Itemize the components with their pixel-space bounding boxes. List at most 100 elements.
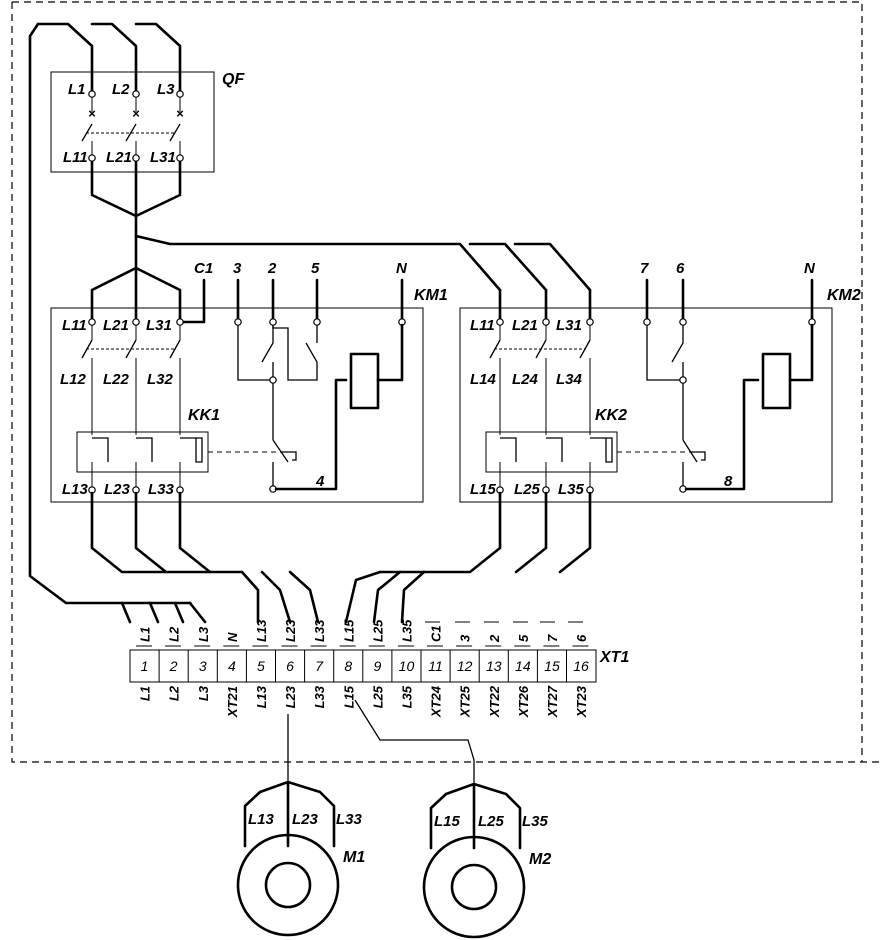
xt1-terminal-number: 12	[457, 658, 473, 674]
cabinet-boundary	[11, 1, 882, 763]
svg-text:×: ×	[176, 106, 184, 121]
km2-top-1: L11	[470, 317, 495, 334]
km2-mid-2: L24	[512, 371, 539, 388]
xt1-bottom-tag: XT22	[487, 685, 502, 718]
km1-bottom-1: L13	[62, 481, 89, 498]
xt1-terminal-number: 10	[399, 658, 415, 674]
km1-bottom-3: L33	[148, 481, 175, 498]
xt1-terminal-number: 16	[573, 658, 589, 674]
xt1-terminal-number: 3	[199, 658, 207, 674]
xt1-top-tag: 7	[545, 634, 560, 642]
km2-ctrl-6: 6	[676, 260, 685, 277]
m1-phase-3: L33	[336, 811, 363, 828]
xt1-bottom-tag: XT21	[225, 686, 240, 718]
xt1-bottom-tag: L2	[167, 685, 182, 701]
qf-bottom-label-2: L21	[106, 149, 132, 166]
terminal-block-xt1: XT1 1L1L12L2L23L3L34NXT215L13L136L23L237…	[129, 619, 629, 718]
km1-ctrl-5: 5	[311, 260, 320, 277]
km1-mid-2: L22	[103, 371, 130, 388]
km1-ctrl-3: 3	[233, 260, 242, 277]
xt1-terminal-number: 15	[544, 658, 560, 674]
km1-contactor: KK1 L11 L21 L31 L12 L22 L32 L13 L23 L33 …	[50, 260, 448, 574]
m2-feeder	[354, 699, 475, 784]
km1-bottom-2: L23	[104, 481, 131, 498]
m2-phase-1: L15	[434, 813, 461, 830]
xt1-terminal-number: 8	[344, 658, 352, 674]
km1-mid-1: L12	[60, 371, 87, 388]
km1-output-cable	[240, 570, 320, 624]
bypass-cable	[28, 22, 192, 605]
xt1-bottom-tag: L15	[341, 685, 356, 708]
xt1-bottom-tag: L13	[254, 685, 269, 708]
km2-wire-8: 8	[724, 473, 733, 490]
xt1-terminal-number: 6	[286, 658, 294, 674]
qf-top-label-1: L1	[68, 81, 86, 98]
xt1-terminal-number: 2	[169, 658, 178, 674]
xt1-top-tag: 3	[458, 634, 473, 642]
km1-ctrl-n: N	[396, 260, 408, 277]
m2-title: M2	[529, 851, 551, 868]
km1-wire-4: 4	[315, 473, 325, 490]
svg-text:×: ×	[132, 106, 140, 121]
xt1-terminal-number: 4	[228, 658, 236, 674]
xt1-top-tag: L23	[283, 619, 298, 642]
xt1-bottom-tag: XT25	[458, 685, 473, 718]
xt1-terminal-number: 1	[141, 658, 149, 674]
qf-title: QF	[222, 71, 245, 88]
km2-title: KM2	[827, 287, 861, 304]
km2-bottom-2: L25	[514, 481, 541, 498]
qf-bottom-label-3: L31	[150, 149, 176, 166]
xt1-top-tag: L2	[167, 626, 182, 642]
kk2-title: KK2	[595, 407, 627, 424]
km1-ctrl-2: 2	[267, 260, 277, 277]
xt1-bottom-tag: L35	[399, 685, 414, 708]
xt1-top-tag: L25	[370, 619, 385, 642]
km2-bottom-1: L15	[470, 481, 497, 498]
xt1-terminal-number: 11	[428, 658, 443, 674]
motor-m1: L13 L23 L33 M1	[236, 780, 365, 937]
m1-phase-1: L13	[248, 811, 275, 828]
km1-mid-3: L32	[147, 371, 174, 388]
xt1-terminal-number: 13	[486, 658, 502, 674]
m2-phase-3: L35	[522, 813, 549, 830]
xt1-top-tag: L13	[254, 619, 269, 642]
xt1-top-tag: L3	[196, 626, 211, 642]
km2-ctrl-n: N	[804, 260, 816, 277]
km2-contactor: KK2 L11 L21 L31 L14 L24 L34 L15 L25 L35 …	[378, 260, 861, 574]
bypass-fanout	[120, 601, 207, 624]
km2-top-2: L21	[512, 317, 538, 334]
qf-top-label-2: L2	[112, 81, 130, 98]
xt1-top-tag: 5	[516, 634, 531, 642]
xt1-bottom-tag: XT27	[545, 685, 560, 718]
xt1-terminal-number: 7	[315, 658, 324, 674]
xt1-terminal-number: 9	[373, 658, 381, 674]
svg-text:×: ×	[88, 106, 96, 121]
kk1-title: KK1	[188, 407, 220, 424]
xt1-top-tag: L15	[341, 619, 356, 642]
m1-phase-2: L23	[292, 811, 319, 828]
km2-output-cable	[344, 570, 426, 624]
km1-ctrl-c1: C1	[194, 260, 213, 277]
xt1-bottom-tag: XT24	[429, 685, 444, 718]
xt1-top-tag: 2	[487, 634, 502, 643]
qf-breaker: ××× L1 L2 L3 L11 L21 L31 QF	[36, 22, 245, 270]
xt1-title: XT1	[599, 649, 629, 666]
motor-m2: L15 L25 L35 M2	[422, 782, 551, 939]
km2-bottom-3: L35	[558, 481, 585, 498]
km2-feed-bus	[134, 234, 592, 292]
km2-mid-3: L34	[556, 371, 583, 388]
xt1-bottom-tag: XT26	[516, 685, 531, 718]
xt1-top-tag: L35	[399, 619, 414, 642]
m2-phase-2: L25	[478, 813, 505, 830]
xt1-bottom-tag: L23	[283, 685, 298, 708]
km2-mid-1: L14	[470, 371, 497, 388]
xt1-bottom-tag: L33	[312, 685, 327, 708]
xt1-bottom-tag: XT23	[574, 685, 589, 718]
km2-ctrl-7: 7	[640, 260, 649, 277]
xt1-bottom-tag: L3	[196, 685, 211, 701]
km1-title: KM1	[414, 287, 448, 304]
km1-top-3: L31	[146, 317, 172, 334]
xt1-top-tag: L1	[138, 627, 153, 642]
